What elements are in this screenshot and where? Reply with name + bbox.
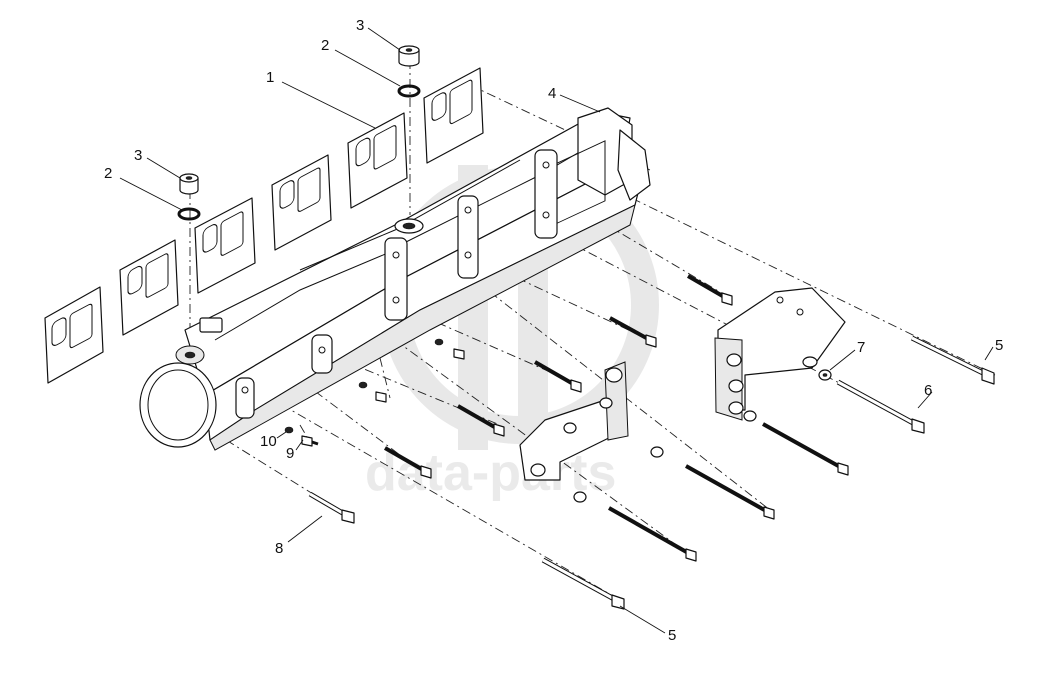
- callout-9: 9: [286, 445, 294, 462]
- callout-3: 3: [356, 17, 364, 34]
- gasket-4: [271, 154, 332, 251]
- callout-2: 2: [104, 165, 112, 182]
- bracket-rear: [714, 287, 846, 421]
- bolt-6: [836, 379, 925, 434]
- gasket-2: [119, 239, 179, 336]
- sealing-ring-right: [397, 84, 421, 98]
- callout-7: 7: [857, 339, 865, 356]
- plug-right: [398, 45, 420, 67]
- plug-left: [179, 173, 199, 195]
- callout-6: 6: [924, 382, 932, 399]
- washer-10: [284, 338, 444, 434]
- gasket-3: [194, 197, 256, 294]
- callout-8: 8: [275, 540, 283, 557]
- callout-5: 5: [995, 337, 1003, 354]
- callout-5: 5: [668, 627, 676, 644]
- bolt-misc: [384, 274, 849, 562]
- gasket-1: [44, 286, 104, 384]
- sealing-ring-left: [177, 207, 201, 221]
- gasket-5: [347, 112, 408, 209]
- callout-3: 3: [134, 147, 142, 164]
- bolt-set: [284, 274, 995, 610]
- bolt-8: [308, 491, 355, 524]
- gasket-6: [423, 67, 484, 164]
- bracket-front: [519, 361, 629, 481]
- callouts: 1 2 2 3 3 4 5 5 6 7 8 9 10: [104, 17, 1003, 644]
- callout-2: 2: [321, 37, 329, 54]
- gasket-set: [44, 67, 484, 384]
- exhaust-manifold: [139, 107, 651, 451]
- bolt-long-right: [910, 335, 995, 385]
- callout-1: 1: [266, 69, 274, 86]
- bolt-long-lower: [541, 557, 625, 610]
- callout-4: 4: [548, 85, 556, 102]
- leader-lines: [119, 27, 994, 634]
- screw-9: [301, 348, 465, 447]
- callout-10: 10: [260, 433, 277, 450]
